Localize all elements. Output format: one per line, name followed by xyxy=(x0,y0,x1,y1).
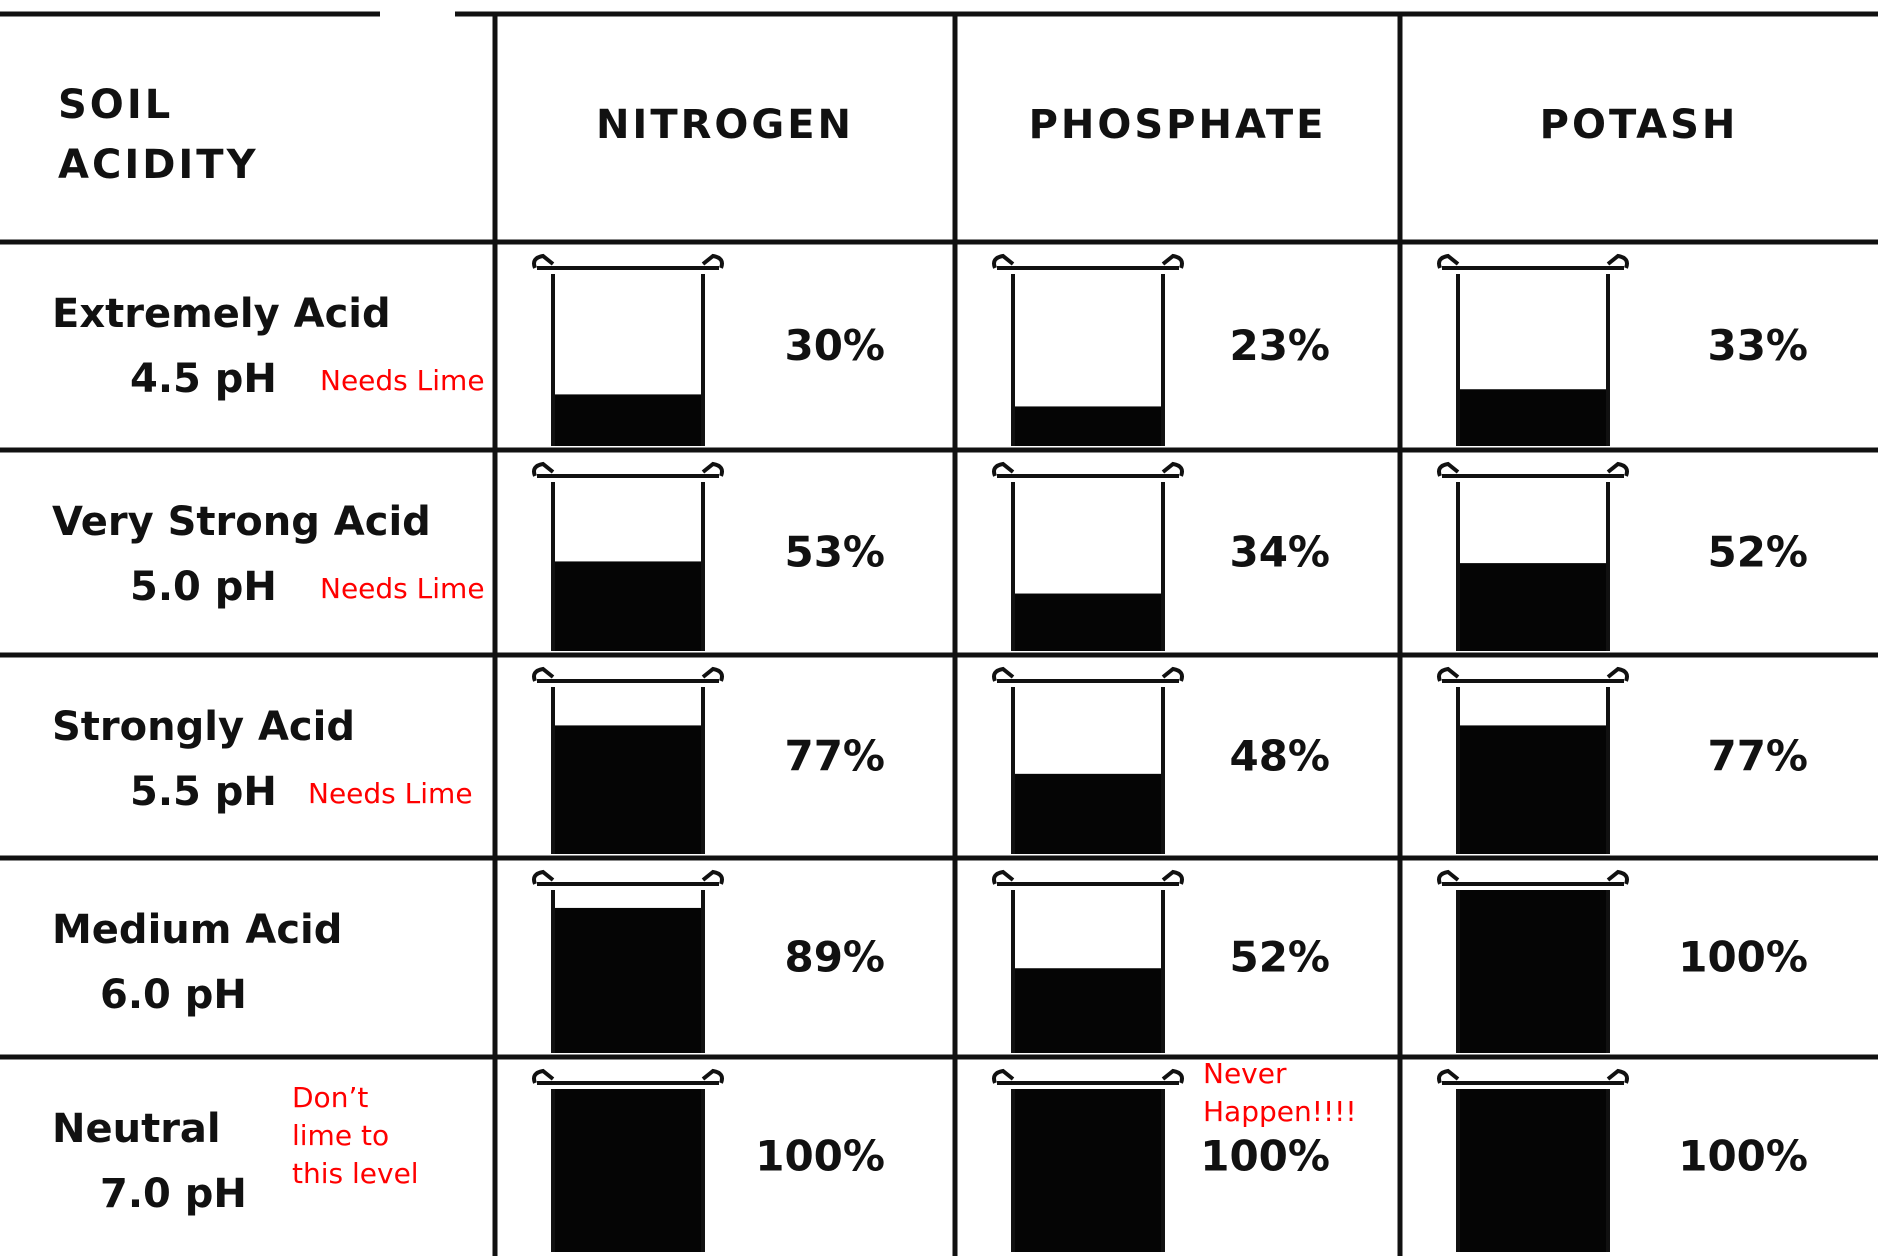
value-label-medium-acid-phosphate: 52% xyxy=(1229,933,1330,982)
row-note-neutral-2: lime to xyxy=(292,1119,389,1152)
row-ph-extremely-acid: 4.5 pH xyxy=(130,356,277,402)
beaker-lip-left-strongly-acid-phosphate xyxy=(992,666,1015,682)
row-ph-very-strong-acid: 5.0 pH xyxy=(130,564,277,610)
beaker-lip-left-medium-acid-potash xyxy=(1437,869,1460,885)
beaker-lip-right-strongly-acid-potash xyxy=(1606,666,1629,682)
row-note-extremely-acid: Needs Lime xyxy=(320,364,485,397)
value-label-neutral-nitrogen: 100% xyxy=(755,1132,885,1181)
row-note-very-strong-acid: Needs Lime xyxy=(320,572,485,605)
column-header-potash: POTASH xyxy=(1540,102,1739,148)
row-note-neutral-1: Don’t xyxy=(292,1081,368,1114)
value-label-very-strong-acid-potash: 52% xyxy=(1707,528,1808,577)
beaker-fill-neutral-phosphate xyxy=(1013,1089,1163,1252)
beaker-fill-medium-acid-potash xyxy=(1458,890,1608,1053)
column-header-phosphate: PHOSPHATE xyxy=(1029,102,1327,148)
value-label-strongly-acid-phosphate: 48% xyxy=(1229,732,1330,781)
value-label-neutral-potash: 100% xyxy=(1678,1132,1808,1181)
beaker-lip-left-very-strong-acid-potash xyxy=(1437,461,1460,477)
row-ph-neutral: 7.0 pH xyxy=(100,1171,247,1217)
value-label-neutral-phosphate: 100% xyxy=(1200,1132,1330,1181)
row-label-very-strong-acid: Very Strong Acid xyxy=(52,499,431,545)
beaker-lip-left-strongly-acid-potash xyxy=(1437,666,1460,682)
beaker-lip-left-extremely-acid-nitrogen xyxy=(532,253,555,269)
cell-note-0-1: Never xyxy=(1203,1057,1287,1090)
value-label-strongly-acid-potash: 77% xyxy=(1707,732,1808,781)
row-ph-medium-acid: 6.0 pH xyxy=(100,972,247,1018)
row-note-neutral-3: this level xyxy=(292,1157,419,1190)
beaker-lip-right-medium-acid-phosphate xyxy=(1161,869,1184,885)
beaker-lip-right-extremely-acid-nitrogen xyxy=(701,253,724,269)
beaker-fill-medium-acid-nitrogen xyxy=(553,907,703,1053)
beaker-lip-right-very-strong-acid-phosphate xyxy=(1161,461,1184,477)
cell-note-0-2: Happen!!!! xyxy=(1203,1095,1357,1128)
beaker-lip-left-extremely-acid-potash xyxy=(1437,253,1460,269)
row-label-neutral: Neutral xyxy=(52,1106,221,1152)
beaker-lip-left-very-strong-acid-nitrogen xyxy=(532,461,555,477)
value-label-very-strong-acid-phosphate: 34% xyxy=(1229,528,1330,577)
beaker-fill-very-strong-acid-potash xyxy=(1458,563,1608,651)
corner-header-line-1: SOIL xyxy=(58,82,173,128)
beaker-fill-very-strong-acid-nitrogen xyxy=(553,561,703,651)
beaker-fill-extremely-acid-phosphate xyxy=(1013,406,1163,446)
value-label-extremely-acid-potash: 33% xyxy=(1707,321,1808,370)
value-label-medium-acid-nitrogen: 89% xyxy=(784,933,885,982)
beaker-lip-right-neutral-nitrogen xyxy=(701,1068,724,1084)
beaker-fill-strongly-acid-potash xyxy=(1458,725,1608,854)
row-ph-strongly-acid: 5.5 pH xyxy=(130,769,277,815)
beaker-fill-very-strong-acid-phosphate xyxy=(1013,593,1163,651)
value-label-extremely-acid-phosphate: 23% xyxy=(1229,321,1330,370)
beaker-lip-right-extremely-acid-potash xyxy=(1606,253,1629,269)
beaker-fill-strongly-acid-nitrogen xyxy=(553,725,703,854)
column-header-nitrogen: NITROGEN xyxy=(596,102,854,148)
row-note-strongly-acid: Needs Lime xyxy=(308,777,473,810)
beaker-lip-left-neutral-nitrogen xyxy=(532,1068,555,1084)
beaker-lip-left-neutral-potash xyxy=(1437,1068,1460,1084)
beaker-fill-neutral-nitrogen xyxy=(553,1089,703,1252)
beaker-fill-strongly-acid-phosphate xyxy=(1013,773,1163,854)
corner-header-line-2: ACIDITY xyxy=(58,142,259,188)
beaker-lip-right-medium-acid-potash xyxy=(1606,869,1629,885)
beaker-lip-right-very-strong-acid-potash xyxy=(1606,461,1629,477)
beaker-fill-extremely-acid-nitrogen xyxy=(553,394,703,446)
beaker-lip-right-neutral-potash xyxy=(1606,1068,1629,1084)
beaker-lip-right-extremely-acid-phosphate xyxy=(1161,253,1184,269)
beaker-lip-left-neutral-phosphate xyxy=(992,1068,1015,1084)
beaker-fill-neutral-potash xyxy=(1458,1089,1608,1252)
beaker-fill-medium-acid-phosphate xyxy=(1013,968,1163,1053)
value-label-extremely-acid-nitrogen: 30% xyxy=(784,321,885,370)
beaker-lip-right-neutral-phosphate xyxy=(1161,1068,1184,1084)
beaker-lip-right-strongly-acid-nitrogen xyxy=(701,666,724,682)
beaker-lip-left-extremely-acid-phosphate xyxy=(992,253,1015,269)
beaker-lip-left-strongly-acid-nitrogen xyxy=(532,666,555,682)
value-label-medium-acid-potash: 100% xyxy=(1678,933,1808,982)
value-label-strongly-acid-nitrogen: 77% xyxy=(784,732,885,781)
beaker-lip-right-strongly-acid-phosphate xyxy=(1161,666,1184,682)
beaker-lip-right-very-strong-acid-nitrogen xyxy=(701,461,724,477)
beaker-fill-extremely-acid-potash xyxy=(1458,389,1608,446)
beaker-lip-left-medium-acid-nitrogen xyxy=(532,869,555,885)
beaker-lip-left-medium-acid-phosphate xyxy=(992,869,1015,885)
row-label-strongly-acid: Strongly Acid xyxy=(52,704,355,750)
row-label-extremely-acid: Extremely Acid xyxy=(52,291,391,337)
value-label-very-strong-acid-nitrogen: 53% xyxy=(784,528,885,577)
beaker-lip-left-very-strong-acid-phosphate xyxy=(992,461,1015,477)
row-label-medium-acid: Medium Acid xyxy=(52,907,342,953)
beaker-lip-right-medium-acid-nitrogen xyxy=(701,869,724,885)
